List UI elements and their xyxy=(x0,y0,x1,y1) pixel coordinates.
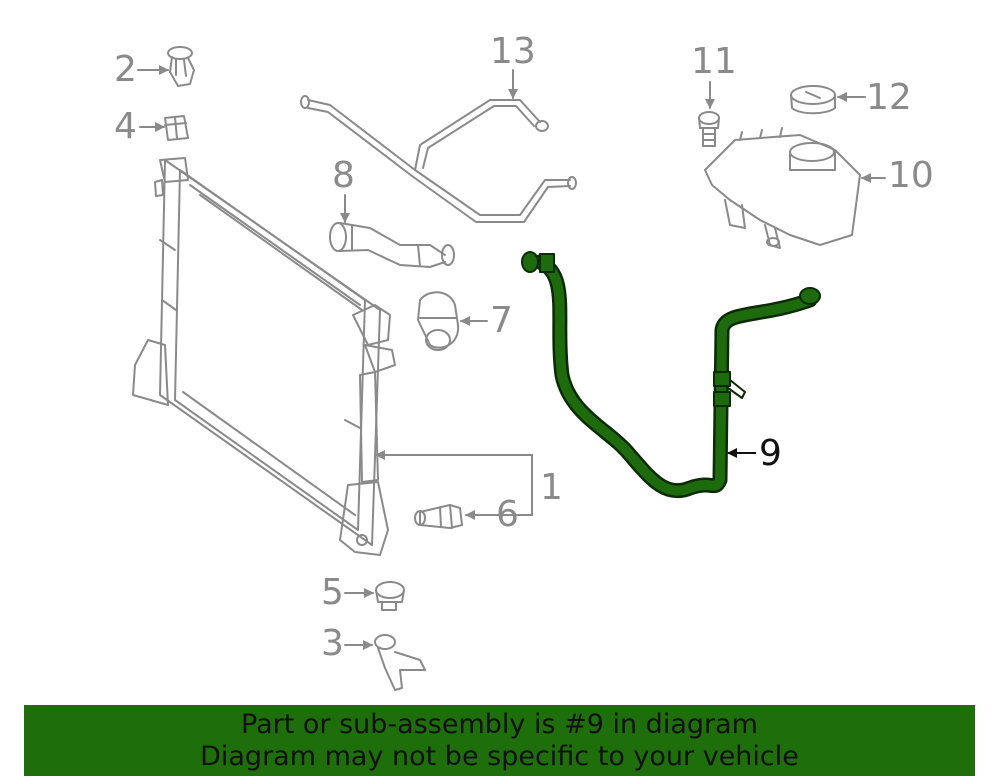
callout-12: 12 xyxy=(866,77,912,118)
vent-line-part-13 xyxy=(300,95,577,223)
clip-part-2 xyxy=(167,46,195,87)
callout-11: 11 xyxy=(691,41,737,82)
callout-8: 8 xyxy=(332,155,355,196)
bolt-part-11 xyxy=(698,111,720,147)
grommet-part-4 xyxy=(164,115,189,141)
callout-13: 13 xyxy=(490,31,536,72)
coolant-hose-part-9 xyxy=(521,251,821,499)
callout-9: 9 xyxy=(759,433,782,474)
radiator-part-1 xyxy=(132,157,396,556)
plug-part-5 xyxy=(375,581,405,611)
bracket-part-3 xyxy=(374,634,426,691)
callout-7: 7 xyxy=(490,300,513,341)
callout-3: 3 xyxy=(321,623,344,664)
banner-line-part-info: Part or sub-assembly is #9 in diagram xyxy=(241,709,758,740)
callout-10: 10 xyxy=(888,155,934,196)
sensor-part-6 xyxy=(414,504,463,529)
expansion-tank-part-10 xyxy=(704,127,861,249)
callout-4: 4 xyxy=(114,106,137,147)
callout-6: 6 xyxy=(496,494,519,535)
callout-2: 2 xyxy=(114,49,137,90)
hose-part-8 xyxy=(329,222,455,268)
banner-line-disclaimer: Diagram may not be specific to your vehi… xyxy=(200,741,799,772)
leader-lines xyxy=(137,65,886,650)
callout-5: 5 xyxy=(321,572,344,613)
info-banner: Part or sub-assembly is #9 in diagram Di… xyxy=(24,705,975,776)
elbow-part-7 xyxy=(417,291,460,351)
callout-1: 1 xyxy=(540,467,563,508)
cap-part-12 xyxy=(790,85,836,115)
parts-diagram xyxy=(132,46,886,691)
